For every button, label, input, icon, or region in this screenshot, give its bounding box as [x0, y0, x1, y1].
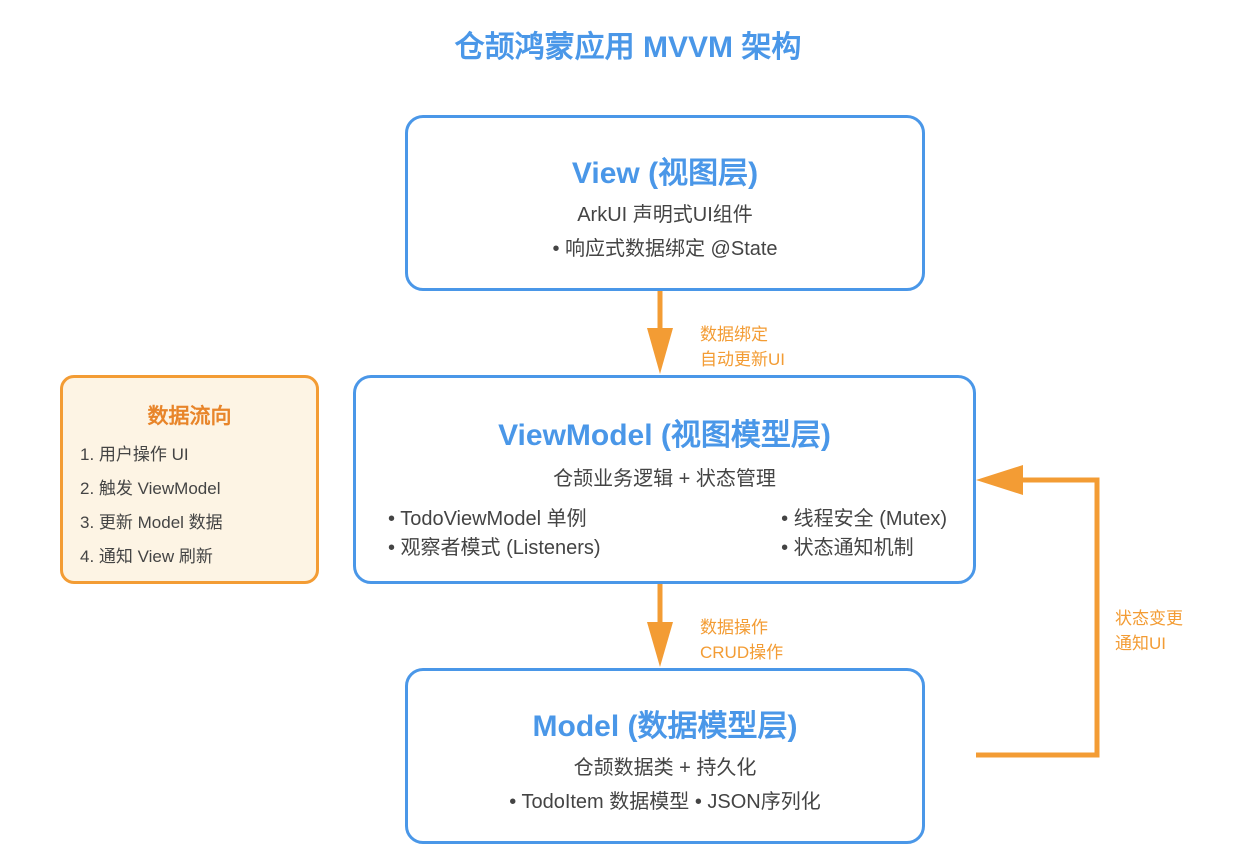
viewmodel-bullets-right: • 线程安全 (Mutex) • 状态通知机制	[781, 505, 947, 563]
arrow-label-line: 自动更新UI	[700, 350, 785, 369]
model-layer-bullet: • TodoItem 数据模型 • JSON序列化	[509, 791, 821, 813]
viewmodel-layer-title: ViewModel (视图模型层)	[498, 419, 831, 452]
viewmodel-layer-subtitle: 仓颉业务逻辑 + 状态管理	[553, 468, 776, 490]
diagram-title: 仓颉鸿蒙应用 MVVM 架构	[454, 31, 802, 64]
legend-title: 数据流向	[147, 405, 232, 428]
model-layer-box: Model (数据模型层) 仓颉数据类 + 持久化 • TodoItem 数据模…	[405, 668, 925, 844]
view-layer-subtitle: ArkUI 声明式UI组件	[577, 204, 753, 226]
legend-item: 4. 通知 View 刷新	[80, 547, 213, 566]
data-flow-legend: 数据流向 1. 用户操作 UI 2. 触发 ViewModel 3. 更新 Mo…	[60, 375, 319, 584]
model-layer-title: Model (数据模型层)	[532, 710, 798, 743]
label-viewmodel-to-model: 数据操作 CRUD操作	[700, 615, 783, 665]
view-layer-box: View (视图层) ArkUI 声明式UI组件 • 响应式数据绑定 @Stat…	[405, 115, 925, 291]
viewmodel-layer-box: ViewModel (视图模型层) 仓颉业务逻辑 + 状态管理 • TodoVi…	[353, 375, 976, 584]
arrow-view-to-viewmodel	[647, 291, 673, 374]
label-model-to-viewmodel: 状态变更 通知UI	[1115, 606, 1183, 656]
viewmodel-bullets-left: • TodoViewModel 单例 • 观察者模式 (Listeners)	[388, 505, 601, 563]
legend-item: 2. 触发 ViewModel	[80, 479, 221, 498]
label-view-to-viewmodel: 数据绑定 自动更新UI	[700, 322, 785, 372]
arrow-label-line: CRUD操作	[700, 643, 784, 662]
arrow-label-line: 状态变更	[1115, 609, 1183, 628]
arrow-label-line: 通知UI	[1115, 634, 1166, 653]
arrow-model-to-viewmodel	[976, 465, 1100, 758]
viewmodel-bullets: • TodoViewModel 单例 • 观察者模式 (Listeners) •…	[356, 505, 973, 563]
model-layer-subtitle: 仓颉数据类 + 持久化	[573, 757, 757, 779]
legend-list: 1. 用户操作 UI 2. 触发 ViewModel 3. 更新 Model 数…	[63, 438, 316, 574]
legend-item: 1. 用户操作 UI	[80, 445, 189, 464]
viewmodel-bullet: • 状态通知机制	[781, 537, 914, 559]
arrow-viewmodel-to-model	[647, 584, 673, 667]
legend-item: 3. 更新 Model 数据	[80, 513, 223, 532]
viewmodel-bullet: • 线程安全 (Mutex)	[781, 508, 947, 530]
view-layer-bullet: • 响应式数据绑定 @State	[552, 238, 778, 260]
arrow-label-line: 数据绑定	[700, 325, 768, 344]
viewmodel-bullet: • 观察者模式 (Listeners)	[388, 537, 601, 559]
arrow-label-line: 数据操作	[700, 618, 768, 637]
viewmodel-bullet: • TodoViewModel 单例	[388, 508, 587, 530]
view-layer-title: View (视图层)	[571, 157, 759, 190]
